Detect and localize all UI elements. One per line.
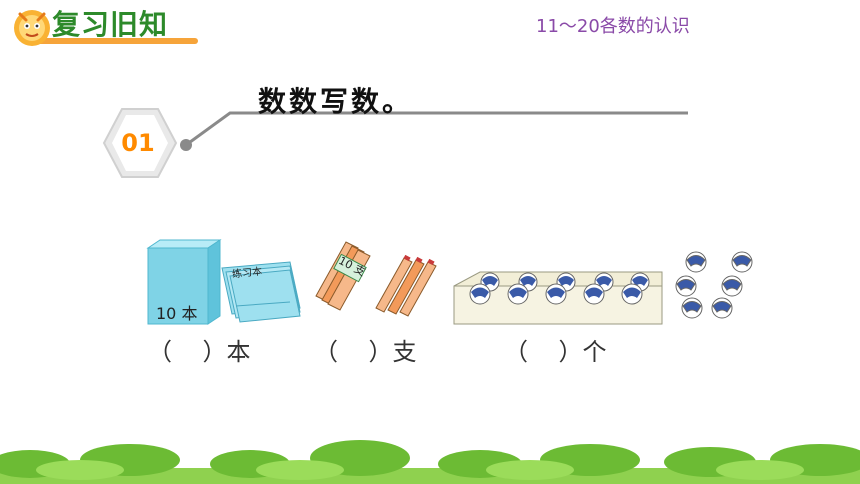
notebook-group: 10 本 练习本 — [140, 238, 310, 333]
ball-group — [452, 248, 762, 328]
answer-pencils: （ ）支 — [314, 338, 417, 366]
grass-decoration — [0, 440, 860, 484]
pencil-group: 10 支 — [312, 238, 452, 320]
section-instruction: 数数写数。 — [258, 85, 414, 118]
header-title: 复习旧知 — [52, 8, 169, 41]
header-badge — [14, 10, 198, 46]
notebook-box-icon — [146, 239, 301, 325]
ball-box-icon — [453, 251, 753, 325]
answer-balls: （ ）个 — [504, 338, 607, 366]
answer-notebooks: （ ）本 — [148, 338, 251, 366]
notebook-side-label: 练习本 — [231, 266, 263, 281]
pencil-bundle-icon — [315, 241, 437, 317]
lesson-title: 11～20各数的认识 — [536, 16, 690, 37]
section-number: 01 — [121, 129, 155, 157]
notebook-box-label: 10 本 — [156, 304, 198, 323]
section-badge — [102, 108, 688, 178]
